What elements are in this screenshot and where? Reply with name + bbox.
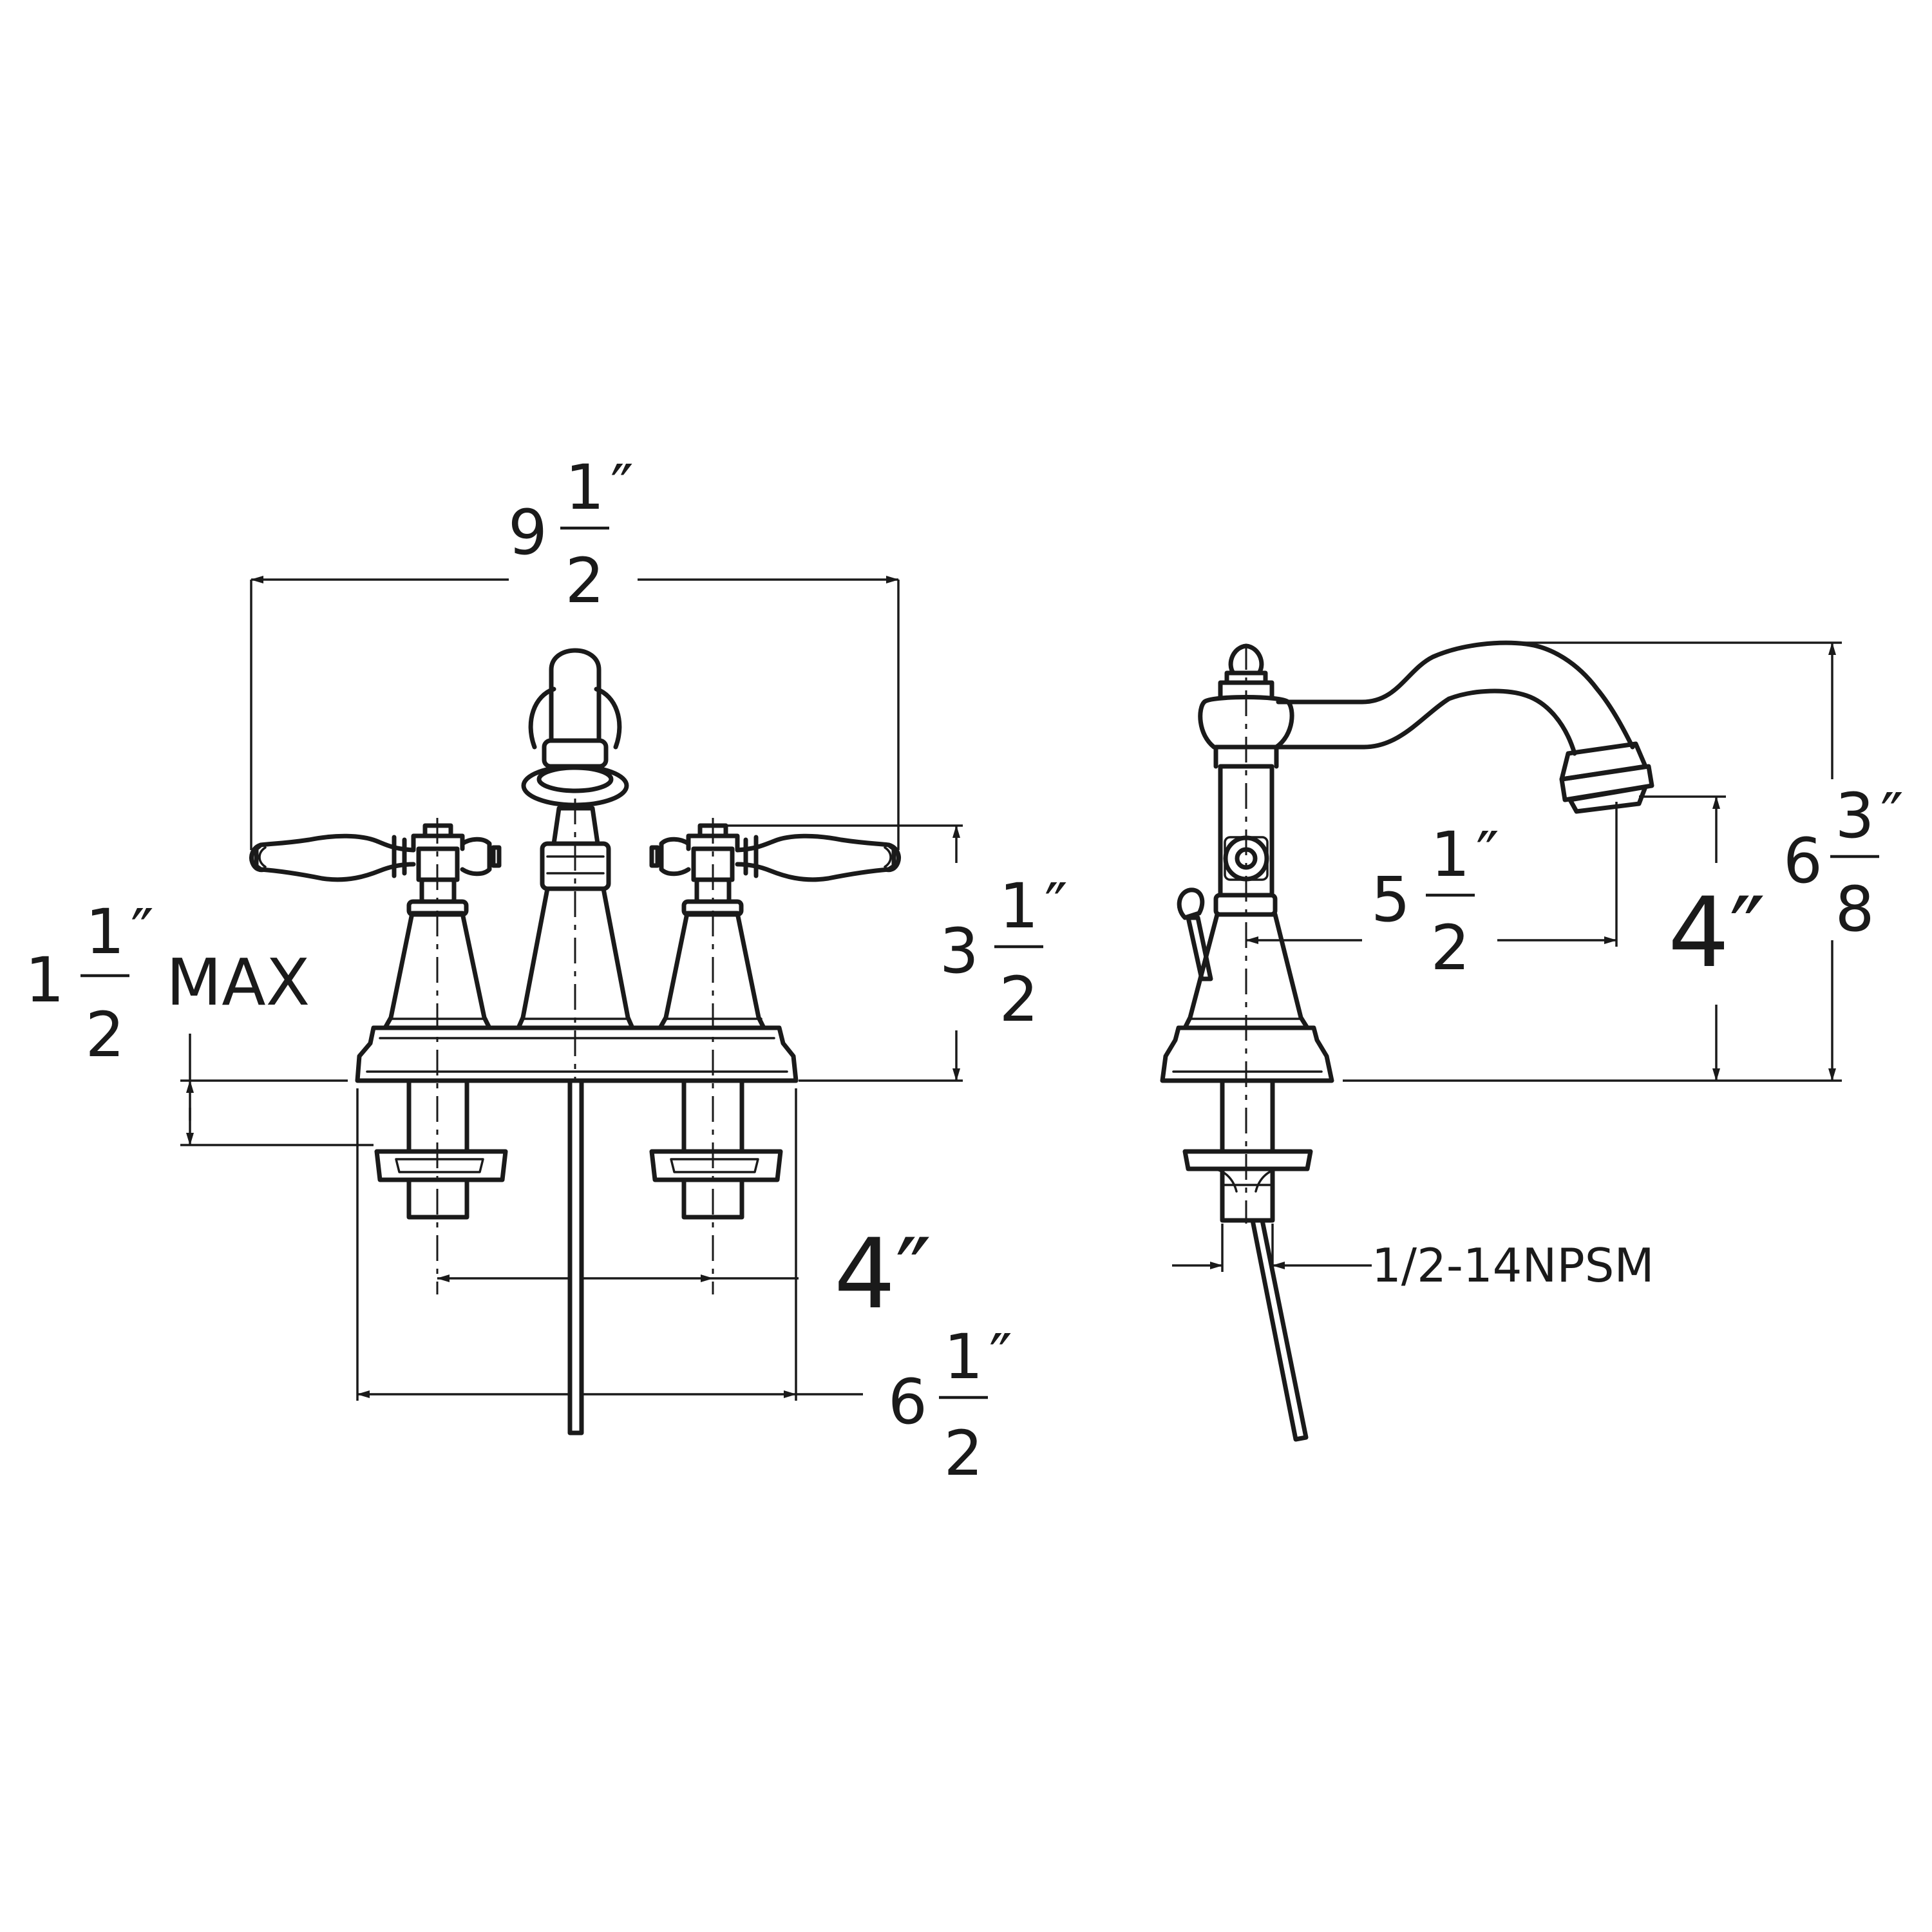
dim-handle-height: 3 1 2 ″ <box>718 824 1068 1082</box>
dim-handle-height-mark: ″ <box>1045 870 1068 942</box>
side-view: 5 1 2 ″ 4″ 6 3 8 ″ <box>1160 640 1904 1442</box>
dim-overall-height-num: 3 <box>1835 780 1874 852</box>
dim-spout-clearance: 4″ <box>1343 795 1842 1082</box>
left-shank <box>374 1078 508 1220</box>
dim-deck-max: 1 1 2 ″ MAX <box>25 896 374 1146</box>
dim-center-spacing-value: 4″ <box>834 1218 931 1331</box>
dim-overall-width-num: 1 <box>565 451 604 524</box>
dim-deck-max-num: 1 <box>85 896 124 968</box>
dim-overall-width-whole: 9 <box>508 497 547 569</box>
dim-spout-clearance-value: 4″ <box>1668 877 1765 989</box>
dim-overall-height: 6 3 8 ″ <box>1507 641 1904 1081</box>
dim-deck-max-whole: 1 <box>25 944 64 1016</box>
dim-base-width: 6 1 2 ″ <box>356 1088 1012 1490</box>
dim-overall-height-den: 8 <box>1835 873 1874 945</box>
front-view: 9 1 2 ″ 3 1 2 ″ 1 1 2 <box>25 451 1068 1490</box>
side-rod <box>1250 1218 1309 1442</box>
dim-base-width-num: 1 <box>943 1321 983 1393</box>
dim-center-spacing: 4″ <box>437 1218 931 1331</box>
deck-plate <box>355 1025 799 1083</box>
dim-spout-reach-den: 2 <box>1430 912 1470 984</box>
thread-spec-label: 1/2-14NPSM <box>1372 1238 1654 1293</box>
dim-base-width-whole: 6 <box>888 1366 927 1438</box>
dim-base-width-mark: ″ <box>989 1321 1012 1393</box>
right-shank <box>649 1078 783 1220</box>
dim-spout-reach: 5 1 2 ″ <box>1245 802 1618 984</box>
dim-spout-reach-mark: ″ <box>1476 819 1499 891</box>
side-shank <box>1182 1078 1313 1223</box>
dim-deck-max-mark: ″ <box>131 896 154 968</box>
dim-thread-spec: 1/2-14NPSM <box>1172 1224 1654 1293</box>
dim-overall-width-den: 2 <box>565 545 604 617</box>
dim-base-width-den: 2 <box>943 1417 983 1490</box>
dim-overall-width-mark: ″ <box>611 451 634 524</box>
dim-overall-width: 9 1 2 ″ <box>250 451 900 850</box>
front-center-lines <box>436 799 714 1294</box>
dim-deck-max-suffix: MAX <box>166 945 310 1020</box>
side-popup-knob <box>1177 887 1213 981</box>
dim-handle-height-num: 1 <box>999 870 1038 942</box>
dim-spout-reach-num: 1 <box>1430 819 1470 891</box>
side-body <box>1198 643 1294 917</box>
dim-overall-height-whole: 6 <box>1783 825 1823 897</box>
dim-handle-height-den: 2 <box>999 963 1038 1036</box>
dim-spout-reach-whole: 5 <box>1371 864 1410 936</box>
dim-deck-max-den: 2 <box>85 999 124 1071</box>
dim-overall-height-mark: ″ <box>1880 780 1904 852</box>
side-spout-arm <box>1276 640 1654 814</box>
popup-rod <box>567 1078 584 1435</box>
right-lever-handle <box>649 833 901 882</box>
left-lever-handle <box>249 833 502 882</box>
dim-handle-height-whole: 3 <box>940 915 979 987</box>
